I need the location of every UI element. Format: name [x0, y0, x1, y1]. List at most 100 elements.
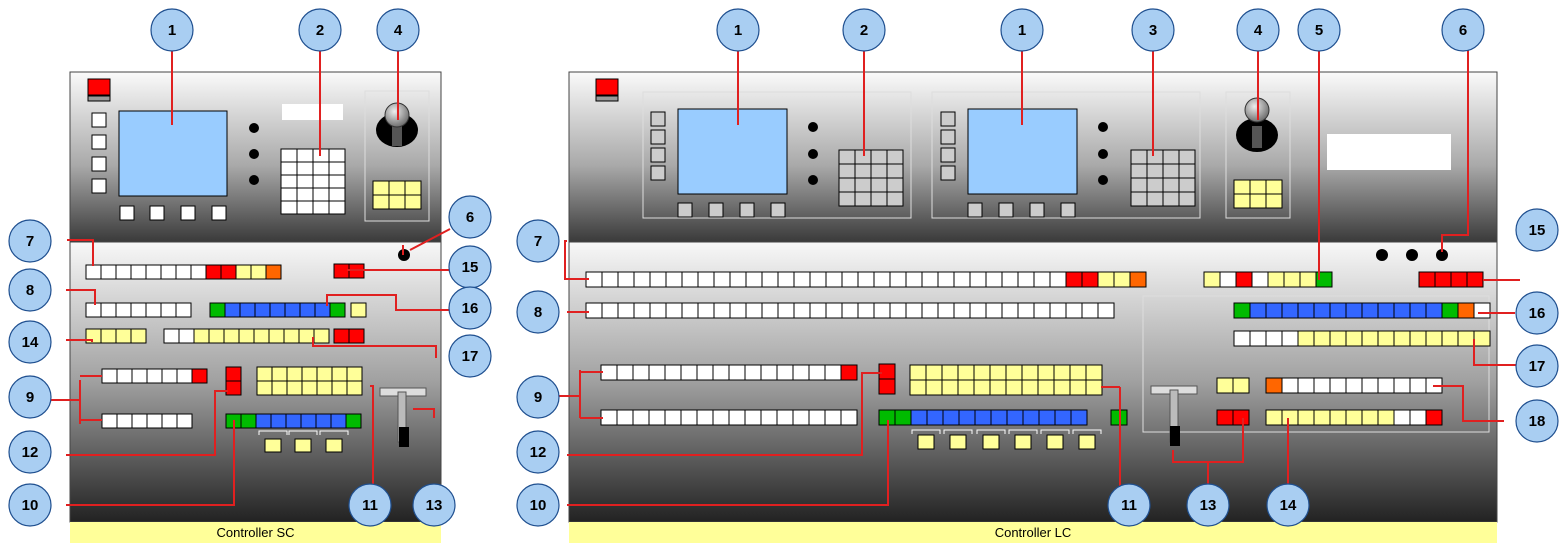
source-key[interactable] [1281, 377, 1299, 394]
numpad-key[interactable] [280, 148, 298, 163]
pgm-bus-key[interactable] [761, 271, 779, 288]
pgm-bus-key[interactable] [873, 271, 891, 288]
soft-key[interactable] [940, 165, 956, 181]
numpad-key[interactable] [1130, 149, 1148, 165]
transition-key[interactable] [286, 380, 303, 396]
source-key[interactable] [131, 413, 148, 429]
source-key[interactable] [664, 364, 682, 381]
menu-key[interactable] [208, 328, 225, 344]
numpad-key[interactable] [1178, 177, 1196, 193]
soft-key[interactable] [940, 111, 956, 127]
shift-key[interactable] [225, 366, 242, 382]
menu-key[interactable] [1425, 330, 1443, 347]
sc-emergency-key[interactable] [87, 78, 111, 96]
macro-key[interactable] [1361, 409, 1379, 426]
menu-key[interactable] [1329, 330, 1347, 347]
preset-bus-key[interactable] [889, 302, 907, 319]
keyer-bus-key[interactable] [284, 302, 301, 318]
transition-key[interactable] [1069, 379, 1087, 396]
transition-type-key[interactable] [974, 409, 992, 426]
numpad-key[interactable] [296, 161, 314, 176]
transition-type-key[interactable] [330, 413, 347, 429]
source-key[interactable] [116, 368, 133, 384]
keyer-bus-key[interactable] [239, 302, 256, 318]
transition-key[interactable] [331, 380, 348, 396]
preset-bus-key[interactable] [697, 302, 715, 319]
lc-emergency-key[interactable] [595, 78, 619, 96]
pgm-bus-key[interactable] [985, 271, 1003, 288]
source-key[interactable] [680, 409, 698, 426]
soft-key[interactable] [211, 205, 227, 221]
joystick-key[interactable] [1233, 193, 1251, 209]
rotary-knob[interactable] [1376, 249, 1388, 261]
transition-type-key[interactable] [255, 413, 272, 429]
soft-key[interactable] [91, 156, 107, 172]
transition-key[interactable] [316, 366, 333, 382]
preset-bus-key[interactable] [1097, 302, 1115, 319]
transition-key[interactable] [1037, 364, 1055, 381]
source-key[interactable] [146, 413, 163, 429]
macro-key[interactable] [130, 328, 147, 344]
pgm-bus-key[interactable] [953, 271, 971, 288]
pgm-bus-key[interactable] [145, 264, 162, 280]
keyer-bus-key[interactable] [1441, 302, 1459, 319]
menu-key[interactable] [1233, 330, 1251, 347]
menu-key[interactable] [1473, 330, 1491, 347]
menu-key[interactable] [1393, 330, 1411, 347]
pgm-bus-key[interactable] [649, 271, 667, 288]
numpad-key[interactable] [296, 174, 314, 189]
numpad-key[interactable] [312, 174, 330, 189]
menu-key[interactable] [1409, 330, 1427, 347]
transition-select-key[interactable] [294, 438, 312, 453]
joystick-key[interactable] [388, 194, 406, 210]
pgm-bus-key[interactable] [777, 271, 795, 288]
preset-bus-key[interactable] [937, 302, 955, 319]
keyer-bus-key[interactable] [1425, 302, 1443, 319]
preset-bus-key[interactable] [1081, 302, 1099, 319]
pgm-bus-key[interactable] [921, 271, 939, 288]
keyer-bus-key[interactable] [269, 302, 286, 318]
transition-key[interactable] [271, 366, 288, 382]
soft-key[interactable] [650, 129, 666, 145]
soft-key[interactable] [180, 205, 196, 221]
menu-key[interactable] [253, 328, 270, 344]
transition-select-key[interactable] [264, 438, 282, 453]
preset-bus-key[interactable] [761, 302, 779, 319]
soft-key[interactable] [91, 112, 107, 128]
numpad-key[interactable] [838, 177, 856, 193]
pgm-bus-key[interactable] [85, 264, 102, 280]
panel-key[interactable] [1216, 377, 1234, 394]
keyer-bus-key[interactable] [209, 302, 226, 318]
source-key[interactable] [1313, 377, 1331, 394]
transition-type-key[interactable] [1022, 409, 1040, 426]
source-key[interactable] [728, 409, 746, 426]
macro-key[interactable] [115, 328, 132, 344]
source-key[interactable] [616, 409, 634, 426]
aux-key[interactable] [1235, 271, 1253, 288]
transition-key[interactable] [1053, 379, 1071, 396]
numpad-key[interactable] [870, 191, 888, 207]
preset-bus-key[interactable] [1049, 302, 1067, 319]
source-key[interactable] [696, 364, 714, 381]
source-key[interactable] [728, 364, 746, 381]
preset-bus-key[interactable] [969, 302, 987, 319]
macro-key[interactable] [1313, 409, 1331, 426]
transition-key[interactable] [346, 366, 363, 382]
pgm-bus-key[interactable] [729, 271, 747, 288]
transition-type-key[interactable] [910, 409, 928, 426]
menu-key[interactable] [1377, 330, 1395, 347]
joystick-key[interactable] [372, 194, 390, 210]
menu-key[interactable] [193, 328, 210, 344]
numpad-key[interactable] [1146, 177, 1164, 193]
numpad-key[interactable] [1130, 177, 1148, 193]
numpad-key[interactable] [328, 187, 346, 202]
rotary-knob[interactable] [1098, 122, 1108, 132]
joystick-key[interactable] [1249, 193, 1267, 209]
source-key[interactable] [146, 368, 163, 384]
source-key[interactable] [824, 409, 842, 426]
source-key[interactable] [1377, 377, 1395, 394]
numpad-key[interactable] [854, 191, 872, 207]
preset-bus-key[interactable] [953, 302, 971, 319]
numpad-key[interactable] [1162, 191, 1180, 207]
keyer-bus-key[interactable] [1393, 302, 1411, 319]
